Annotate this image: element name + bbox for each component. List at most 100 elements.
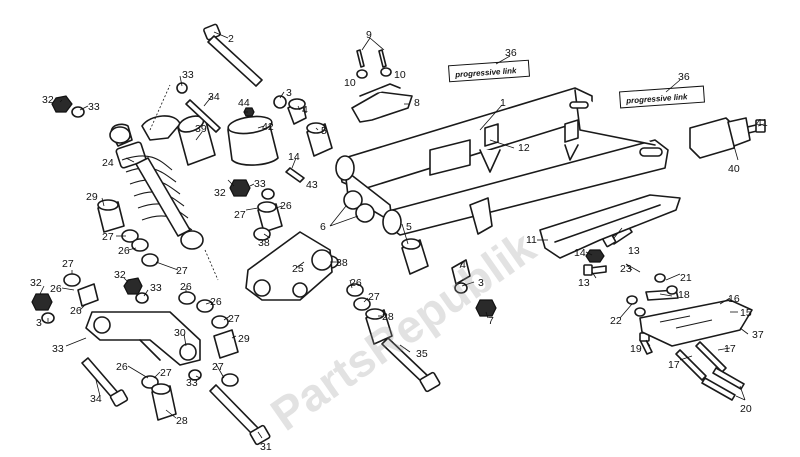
screws-9-10: [356, 49, 392, 79]
callout-26-mid: 26: [280, 200, 292, 212]
callout-27-mid: 27: [234, 209, 246, 221]
bolt-34: [81, 357, 129, 407]
callout-38-bottom: 38: [336, 257, 348, 269]
callout-34-top: 34: [208, 91, 220, 103]
callout-17-right: 17: [724, 343, 736, 355]
callout-33-bottom: 33: [186, 377, 198, 389]
callout-27-left: 27: [102, 231, 114, 243]
callout-39: 39: [195, 123, 207, 135]
callout-43: 43: [306, 179, 318, 191]
callout-36-left: 36: [505, 47, 517, 59]
rocker-link: [245, 231, 333, 301]
callout-3-farleft: 3: [36, 317, 42, 329]
callout-31: 31: [260, 441, 272, 453]
callout-18: 18: [678, 289, 690, 301]
callout-8: 8: [414, 97, 420, 109]
callout-20: 20: [740, 403, 752, 415]
callout-30: 30: [174, 327, 186, 339]
callout-29-left: 29: [86, 191, 98, 203]
callout-26-right: 26: [350, 277, 362, 289]
leader-lines: [39, 31, 765, 439]
chain-slider: [626, 273, 753, 401]
callout-33-left2: 33: [150, 282, 162, 294]
callout-10-left: 10: [344, 77, 356, 89]
callout-labels: 2 3 4 5 1 12 9 10 10 8 36 36 11 33 34 33…: [30, 29, 768, 453]
callout-27-left2: 27: [176, 265, 188, 277]
callout-5-mid: 5: [406, 221, 412, 233]
callout-32-left2: 32: [114, 269, 126, 281]
callout-33-mid: 33: [254, 178, 266, 190]
callout-4-top: 4: [302, 104, 308, 116]
callout-19: 19: [630, 343, 642, 355]
callout-6: 6: [320, 221, 326, 233]
callout-17-left: 17: [668, 359, 680, 371]
callout-42: 42: [262, 121, 274, 133]
callout-2: 2: [228, 33, 234, 45]
callout-44: 44: [238, 97, 250, 109]
callout-27-center: 27: [228, 313, 240, 325]
bolt-31: [209, 384, 271, 446]
callout-26-bottom: 26: [116, 361, 128, 373]
callout-37: 37: [752, 329, 764, 341]
callout-26-center: 26: [180, 281, 192, 293]
callout-15: 15: [740, 307, 752, 319]
spacers: [31, 82, 605, 421]
callout-25: 25: [292, 263, 304, 275]
callout-27-right: 27: [368, 291, 380, 303]
callout-38-top: 38: [258, 237, 270, 249]
callout-14-right: 14: [574, 247, 586, 259]
chain-guide: [539, 194, 681, 259]
callout-33-top: 33: [182, 69, 194, 81]
chain-slider-block: [689, 117, 751, 159]
callout-21: 21: [680, 272, 692, 284]
callout-4-mid: 4: [460, 259, 466, 271]
callout-26-center2: 26: [210, 296, 222, 308]
callout-33-left3: 33: [52, 343, 64, 355]
callout-16: 16: [728, 293, 740, 305]
callout-27-bottom: 27: [160, 367, 172, 379]
swingarm: [335, 87, 669, 236]
callout-32-topleft: 32: [42, 94, 54, 106]
callout-13-right: 13: [628, 245, 640, 257]
callout-27-farleft: 27: [62, 258, 74, 270]
decal-text-left: progressive link: [454, 66, 517, 79]
callout-26-farleft2: 26: [70, 305, 82, 317]
shock-absorber: [109, 84, 279, 281]
callout-36-right: 36: [678, 71, 690, 83]
callout-23: 23: [620, 263, 632, 275]
callout-9: 9: [366, 29, 372, 41]
callout-10-right: 10: [394, 69, 406, 81]
callout-7: 7: [488, 315, 494, 327]
callout-22: 22: [610, 315, 622, 327]
callout-26-left: 26: [118, 245, 130, 257]
lower-link: [85, 311, 201, 366]
callout-29-center: 29: [238, 333, 250, 345]
bracket-8: [351, 83, 413, 123]
callout-3-mid: 3: [478, 277, 484, 289]
callout-11: 11: [526, 234, 537, 246]
callout-40: 40: [728, 163, 740, 175]
callout-27-bottom2: 27: [212, 361, 224, 373]
callout-32-farleft: 32: [30, 277, 42, 289]
bolt-35: [381, 337, 441, 393]
bolt-2: [203, 23, 263, 87]
callout-34-bottom: 34: [90, 393, 102, 405]
callout-26-farleft: 26: [50, 283, 62, 295]
decal-36-right: progressive link: [619, 85, 705, 109]
callout-28-right: 28: [382, 311, 394, 323]
callout-5-top: 5: [321, 125, 327, 137]
callout-32-mid: 32: [214, 187, 226, 199]
callout-13-left: 13: [578, 277, 590, 289]
decal-36-left: progressive link: [448, 59, 530, 83]
callout-35: 35: [416, 348, 428, 360]
callout-24: 24: [102, 157, 114, 169]
callout-12: 12: [518, 142, 530, 154]
decal-text-right: progressive link: [625, 92, 688, 105]
callout-14: 14: [288, 151, 300, 163]
callout-28-bottom: 28: [176, 415, 188, 427]
callout-33-left: 33: [88, 101, 100, 113]
callout-1: 1: [500, 97, 506, 109]
callout-3-top: 3: [286, 87, 292, 99]
